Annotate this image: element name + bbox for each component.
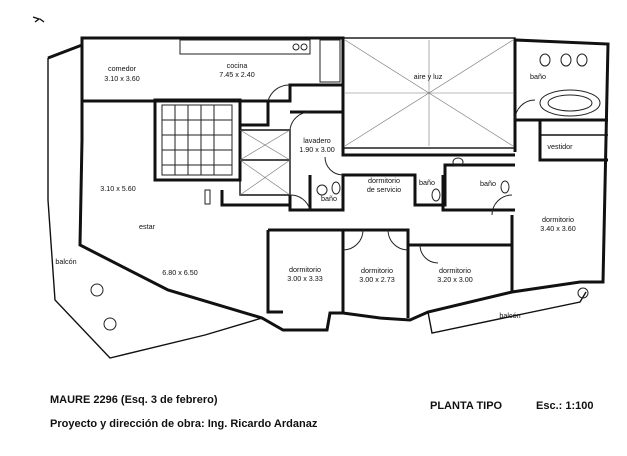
- sub-dormitorio-servicio: de servicio: [367, 185, 401, 194]
- label-dormitorio-servicio: dormitorio: [368, 176, 400, 185]
- bath-fixtures: [316, 53, 601, 202]
- dims-lavadero: 1.90 x 3.00: [299, 145, 335, 154]
- label-cocina: cocina: [227, 61, 248, 70]
- label-bano-3: baño: [480, 179, 496, 188]
- label-bano-servicio: baño: [321, 194, 337, 203]
- dims-dormitorio-1: 3.00 x 3.33: [287, 274, 323, 283]
- label-estar: estar: [139, 222, 156, 231]
- dims-estar-upper: 3.10 x 5.60: [100, 184, 136, 193]
- outer-walls: [47, 36, 610, 359]
- dims-dormitorio-3: 3.20 x 3.00: [437, 275, 473, 284]
- dims-estar: 6.80 x 6.50: [162, 268, 198, 277]
- light-well: [342, 37, 516, 149]
- kitchen-counter: [179, 39, 341, 83]
- label-dormitorio-principal: dormitorio: [542, 215, 574, 224]
- doors: [267, 84, 536, 264]
- caption-credit: Proyecto y dirección de obra: Ing. Ricar…: [50, 418, 318, 430]
- label-dormitorio-1: dormitorio: [289, 265, 321, 274]
- label-dormitorio-3: dormitorio: [439, 266, 471, 275]
- dims-dormitorio-principal: 3.40 x 3.60: [540, 224, 576, 233]
- bay-window-left: [261, 312, 331, 331]
- label-comedor: comedor: [108, 64, 137, 73]
- dims-cocina: 7.45 x 2.40: [219, 70, 255, 79]
- caption-title: PLANTA TIPO: [430, 400, 503, 412]
- caption-scale: Esc.: 1:100: [536, 400, 594, 412]
- label-lavadero: lavadero: [303, 136, 331, 145]
- label-bano-principal: baño: [530, 72, 546, 81]
- caption-address: MAURE 2296 (Esq. 3 de febrero): [50, 394, 218, 406]
- label-aire-y-luz: aire y luz: [414, 72, 443, 81]
- label-bano-2: baño: [419, 178, 435, 187]
- dims-dormitorio-2: 3.00 x 2.73: [359, 275, 395, 284]
- staircase: [161, 104, 291, 196]
- label-dormitorio-2: dormitorio: [361, 266, 393, 275]
- label-balcon-derecho: balcón: [499, 311, 520, 320]
- dims-comedor: 3.10 x 3.60: [104, 74, 140, 83]
- balcony-right: [427, 291, 587, 334]
- corner-mark: [32, 16, 45, 23]
- label-balcon-izquierdo: balcón: [55, 257, 76, 266]
- label-vestidor: vestidor: [547, 142, 573, 151]
